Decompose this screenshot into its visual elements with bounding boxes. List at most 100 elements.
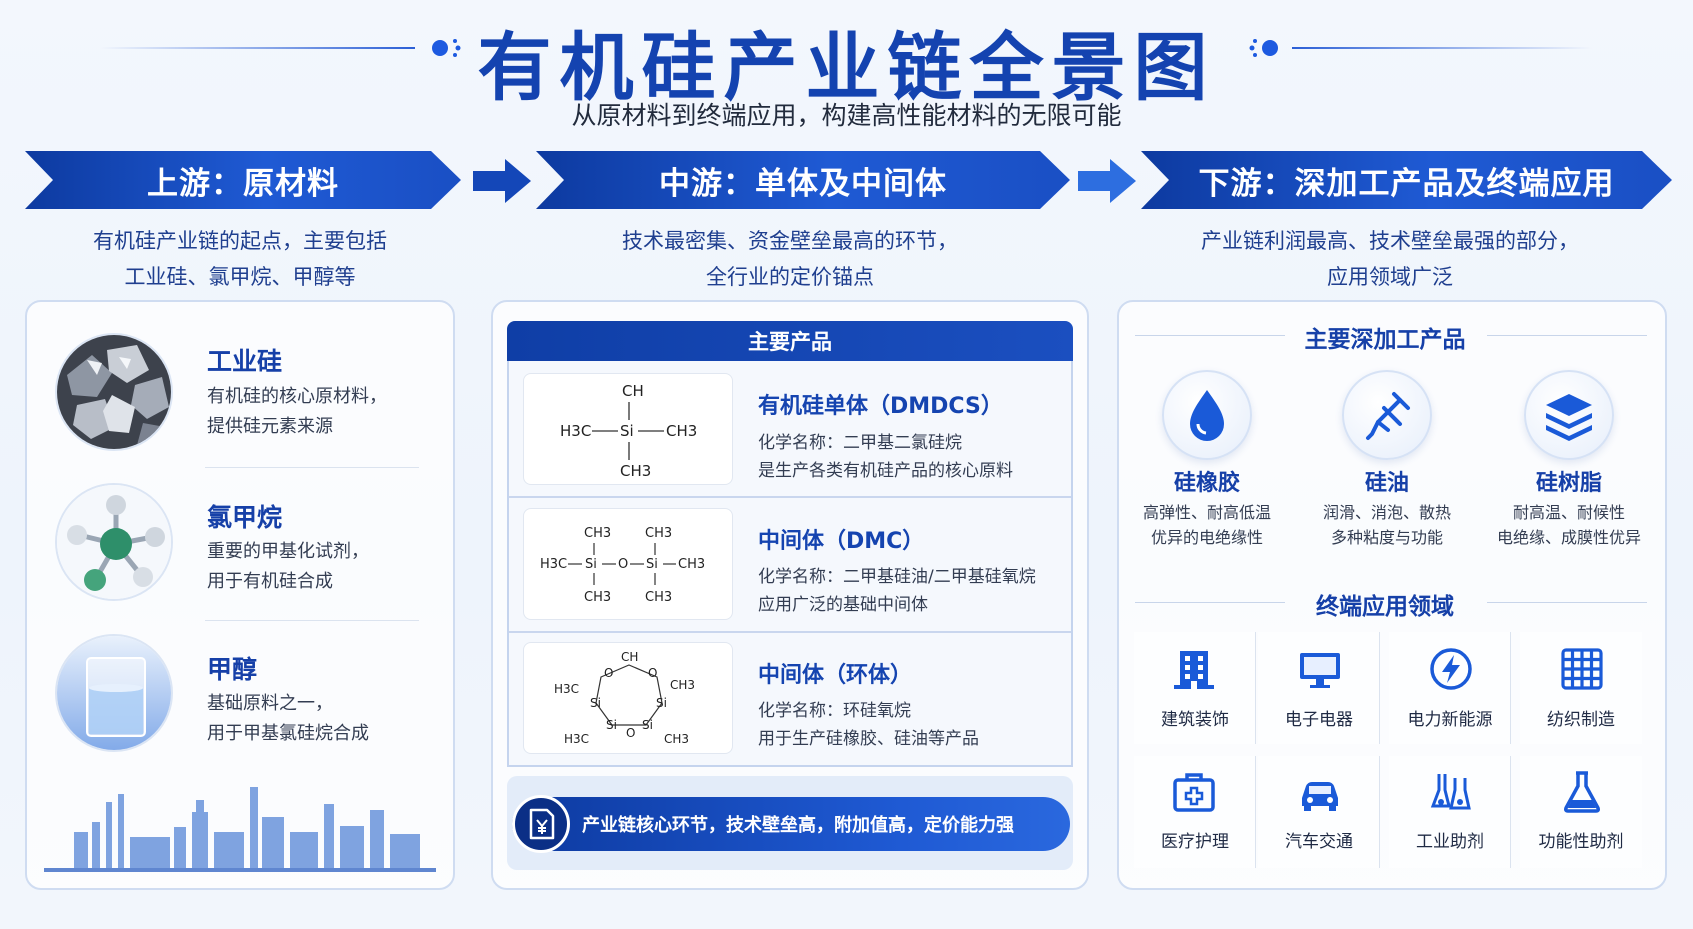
midstream-product-desc: 化学名称：二甲基二氯硅烷 (758, 433, 962, 453)
application-label: 功能性助剂 (1538, 832, 1624, 852)
stage-desc-downstream: 产业链利润最高、技术壁垒最强的部分， 应用领域广泛 (1201, 229, 1579, 289)
formula-label: CH3 (645, 526, 672, 541)
upstream-item-name: 氯甲烷 (207, 503, 283, 532)
formula-label: H3C (564, 732, 589, 746)
formula-label: CH3 (670, 678, 695, 692)
deep-product-name: 硅油 (1364, 471, 1409, 496)
stage-banner-upstream: 上游：原材料 (25, 151, 461, 209)
midstream-product-desc: 用于生产硅橡胶、硅油等产品 (758, 729, 979, 749)
formula-label: O (626, 726, 635, 740)
dmdcs-structure-formula: CH H3C Si CH3 CH3 (523, 373, 733, 485)
application-tile (1258, 756, 1380, 868)
terminal-applications-title: 终端应用领域 (1316, 594, 1454, 620)
formula-label: Si (656, 696, 667, 710)
droplet-icon (1162, 370, 1252, 460)
upstream-item-name: 甲醇 (207, 655, 258, 684)
formula-label: CH3 (645, 590, 672, 605)
medical-kit-icon (1173, 773, 1215, 812)
midstream-product-name: 中间体（DMC） (758, 529, 925, 554)
cyclosiloxane-structure-formula: CH O O Si Si H3C CH3 Si Si O H3C CH3 (523, 642, 733, 754)
deep-product-name: 硅橡胶 (1173, 471, 1240, 496)
car-icon (1302, 782, 1338, 811)
decor-dots-left-icon (432, 39, 461, 57)
midstream-highlight-banner: 产业链核心环节，技术壁垒高，附加值高，定价能力强 (512, 797, 1070, 851)
midstream-product-name: 中间体（环体） (758, 663, 913, 688)
formula-label: CH3 (620, 462, 651, 480)
formula-label: Si (606, 718, 617, 732)
section-divider (1135, 335, 1285, 336)
lab-flasks-icon (1430, 774, 1471, 810)
stage-desc-upstream: 有机硅产业链的起点，主要包括 工业硅、氯甲烷、甲醇等 (93, 229, 387, 289)
formula-label: CH3 (584, 526, 611, 541)
application-label: 建筑装饰 (1161, 710, 1229, 730)
row-divider (509, 631, 1071, 633)
section-divider (1487, 335, 1647, 336)
molecule-model-image (55, 483, 173, 601)
formula-label: CH (621, 650, 638, 664)
upstream-item-desc: 重要的甲基化试剂， 用于有机硅合成 (207, 541, 369, 592)
formula-label: Si (646, 557, 658, 572)
application-tile (1389, 756, 1511, 868)
midstream-product-desc: 应用广泛的基础中间体 (758, 595, 928, 615)
midstream-product-desc: 化学名称：二甲基硅油/二甲基硅氧烷 (758, 567, 1036, 587)
formula-label: CH3 (678, 557, 705, 572)
application-label: 汽车交通 (1285, 832, 1353, 852)
formula-label: H3C (560, 422, 591, 440)
dmc-structure-formula: CH3 CH3 H3C Si O Si CH3 CH3 CH3 (523, 508, 733, 620)
deep-product-desc: 高弹性、耐高低温 优异的电绝缘性 (1142, 503, 1271, 547)
midstream-product-name: 有机硅单体（DMDCS） (758, 394, 1003, 419)
application-label: 工业助剂 (1416, 832, 1484, 852)
decor-dots-right-icon (1249, 39, 1278, 57)
methanol-glass-image (55, 634, 173, 752)
formula-label: O (618, 557, 628, 572)
formula-label: Si (590, 696, 601, 710)
section-divider (1135, 602, 1285, 603)
flow-arrow-icon (1078, 159, 1136, 203)
formula-label: Si (642, 718, 653, 732)
flow-arrow-icon (473, 159, 531, 203)
industrial-silicon-image (55, 333, 173, 451)
factory-skyline-image (44, 787, 436, 872)
downstream-products-title: 主要深加工产品 (1304, 327, 1466, 353)
page-subtitle: 从原材料到终端应用，构建高性能材料的无限可能 (571, 101, 1122, 130)
monitor-icon (1300, 653, 1340, 688)
stage-desc-midstream: 技术最密集、资金壁垒最高的环节， 全行业的定价锚点 (622, 229, 958, 289)
page-title: 有机硅产业链全景图 (477, 25, 1216, 111)
row-divider (509, 496, 1071, 498)
formula-label: CH (622, 382, 644, 400)
yuan-document-icon (512, 795, 570, 853)
application-label: 医疗护理 (1161, 832, 1229, 852)
title-divider-left (100, 47, 415, 49)
upstream-item-desc: 基础原料之一， 用于甲基氯硅烷合成 (207, 693, 369, 744)
formula-label: H3C (554, 682, 579, 696)
formula-label: Si (620, 422, 634, 440)
deep-product-desc: 润滑、消泡、散热 多种粘度与功能 (1322, 503, 1451, 547)
title-divider-right (1292, 47, 1592, 49)
item-divider (205, 620, 419, 621)
formula-label: O (604, 666, 613, 680)
building-icon (1174, 651, 1214, 689)
midstream-product-desc: 是生产各类有机硅产品的核心原料 (758, 461, 1013, 481)
midstream-products-header: 主要产品 (507, 321, 1073, 361)
lightning-icon (1430, 648, 1472, 690)
formula-label: CH3 (664, 732, 689, 746)
layers-icon (1524, 370, 1614, 460)
upstream-item-name: 工业硅 (207, 347, 283, 376)
formula-label: CH3 (666, 422, 697, 440)
deep-product-name: 硅树脂 (1535, 471, 1602, 496)
upstream-item-desc: 有机硅的核心原材料， 提供硅元素来源 (207, 386, 387, 437)
stage-banner-downstream: 下游：深加工产品及终端应用 (1141, 151, 1672, 209)
dropper-icon (1342, 370, 1432, 460)
formula-label: CH3 (584, 590, 611, 605)
formula-label: Si (585, 557, 597, 572)
midstream-product-desc: 化学名称：环硅氧烷 (758, 701, 911, 721)
application-label: 电子电器 (1285, 710, 1353, 730)
formula-label: O (648, 666, 657, 680)
formula-label: H3C (540, 557, 567, 572)
application-label: 电力新能源 (1407, 710, 1493, 730)
stage-banner-midstream: 中游：单体及中间体 (536, 151, 1070, 209)
item-divider (205, 467, 419, 468)
application-label: 纺织制造 (1547, 710, 1615, 730)
section-divider (1487, 602, 1647, 603)
flask-icon (1564, 771, 1600, 813)
